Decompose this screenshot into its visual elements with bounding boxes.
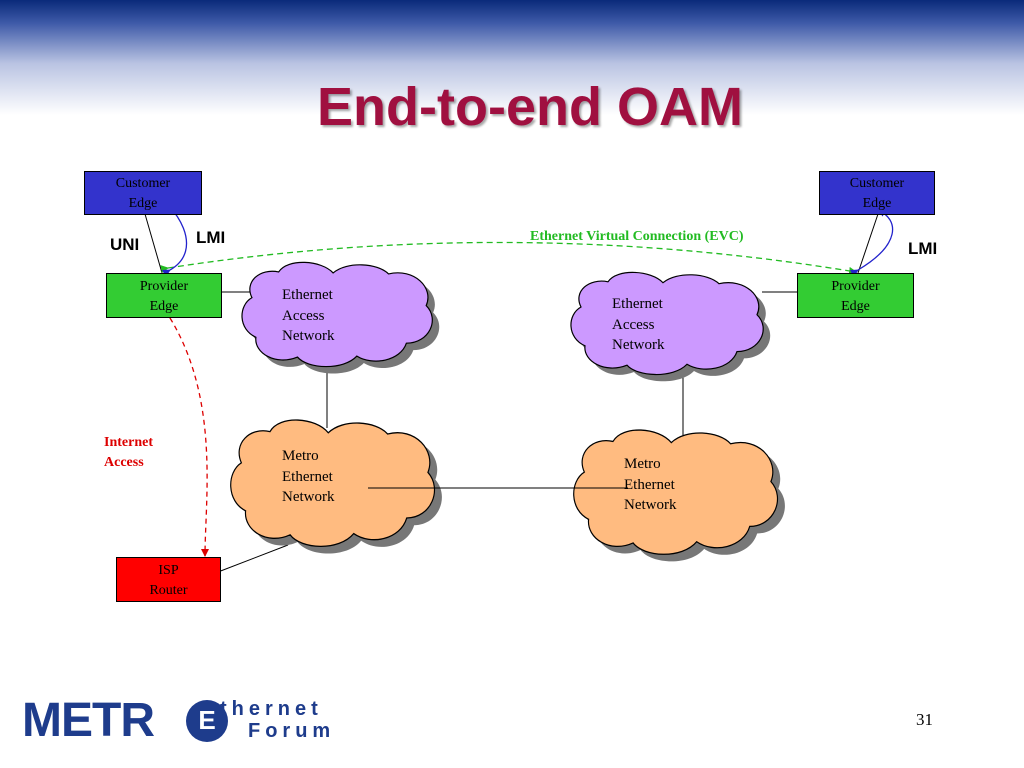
cloud-access-right-label: Ethernet Access Network xyxy=(612,294,665,356)
uni-label: UNI xyxy=(110,235,140,254)
internet-access-line1: Internet xyxy=(104,435,153,450)
cloud-metro-left-label: Metro Ethernet Network xyxy=(282,446,335,508)
cloud-metro-right-line2: Ethernet xyxy=(624,476,675,493)
evc-arrow xyxy=(160,241,857,275)
logo-ethernet-text: thernet xyxy=(220,698,323,720)
lmi-label-right: LMI xyxy=(908,239,938,258)
provider-edge-left: Provider Edge xyxy=(106,273,222,318)
provider-edge-left-line2: Edge xyxy=(149,299,179,314)
provider-edge-right-line2: Edge xyxy=(841,299,870,314)
cloud-access-right-line1: Ethernet xyxy=(612,296,663,312)
link-ce-pe-left xyxy=(144,213,163,274)
customer-edge-right-line1: Customer xyxy=(849,176,905,191)
page-number: 31 xyxy=(916,710,933,729)
cloud-metro-left-line1: Metro xyxy=(282,448,319,464)
logo-forum-text: Forum xyxy=(248,720,336,742)
internet-access-line2: Access xyxy=(104,455,144,470)
provider-edge-left-line1: Provider xyxy=(139,279,189,294)
cloud-metro-right-line3: Network xyxy=(624,497,677,513)
internet-access-label: Internet Access xyxy=(104,433,153,473)
cloud-metro-right-label: Metro Ethernet Network xyxy=(624,454,677,516)
logo-metro-text: METR xyxy=(22,694,155,747)
isp-router-line2: Router xyxy=(149,583,188,598)
link-isp-metro xyxy=(217,544,289,573)
provider-edge-right-line1: Provider xyxy=(831,279,880,294)
cloud-metro-right-line1: Metro xyxy=(624,456,661,472)
customer-edge-right: Customer Edge xyxy=(819,171,935,215)
cloud-metro-left-line2: Ethernet xyxy=(282,468,333,485)
evc-label: Ethernet Virtual Connection (EVC) xyxy=(530,229,744,244)
logo-e-circle: E xyxy=(186,700,228,742)
header-gradient xyxy=(0,0,1024,115)
metro-ethernet-forum-logo: METR E thernet Forum xyxy=(22,696,352,746)
cloud-access-left-line3: Network xyxy=(282,328,335,344)
lmi-label-left: LMI xyxy=(196,228,226,247)
cloud-access-right xyxy=(570,271,771,382)
provider-edge-right: Provider Edge xyxy=(797,273,914,318)
customer-edge-right-line2: Edge xyxy=(862,196,892,211)
customer-edge-left: Customer Edge xyxy=(84,171,202,215)
cloud-metro-right xyxy=(573,429,785,562)
cloud-access-right-line2: Access xyxy=(612,316,655,333)
cloud-metro-left xyxy=(230,419,442,554)
cloud-access-left-label: Ethernet Access Network xyxy=(282,285,335,347)
cloud-access-left-line2: Access xyxy=(282,307,325,324)
lmi-arrow-right xyxy=(849,209,894,278)
cloud-access-right-line3: Network xyxy=(612,337,665,353)
cloud-access-left-line1: Ethernet xyxy=(282,287,333,303)
isp-router-line1: ISP xyxy=(158,563,179,578)
cloud-metro-left-line3: Network xyxy=(282,489,335,505)
isp-router: ISP Router xyxy=(116,557,221,602)
customer-edge-left-line1: Customer xyxy=(115,176,171,191)
slide-title: End-to-end OAM xyxy=(317,77,743,137)
cloud-access-left xyxy=(241,261,440,374)
internet-access-arrow xyxy=(162,309,210,557)
customer-edge-left-line2: Edge xyxy=(128,196,158,211)
